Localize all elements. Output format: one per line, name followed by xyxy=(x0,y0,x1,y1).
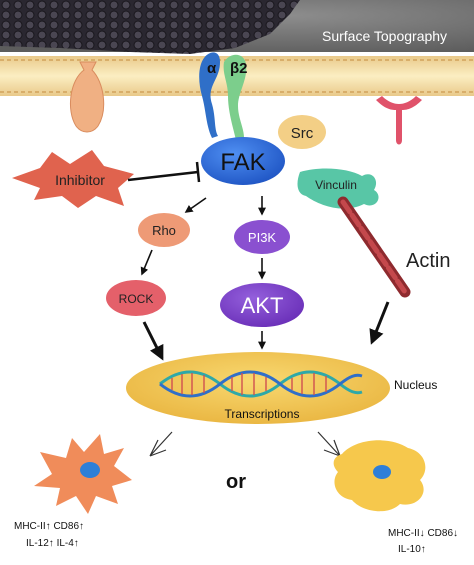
arrow-actin-nucleus xyxy=(369,301,390,345)
m2-markers-line1: MHC-II↓ CD86↓ xyxy=(388,528,458,539)
vinculin-label: Vinculin xyxy=(315,178,357,192)
m2-cell-nucleus xyxy=(373,465,391,479)
m2-markers-line2: IL-10↑ xyxy=(398,544,426,555)
arrow-rock-nucleus xyxy=(142,321,164,361)
nucleus-label: Nucleus xyxy=(394,378,437,392)
akt-node xyxy=(220,283,304,327)
rock-label: ROCK xyxy=(119,292,154,306)
outcome-arrows xyxy=(149,431,341,457)
akt-label: AKT xyxy=(241,293,284,318)
inhibitor-label: Inhibitor xyxy=(55,172,105,188)
rho-node xyxy=(138,213,190,247)
fak-node xyxy=(201,137,285,185)
arrow-to-m2 xyxy=(317,431,341,457)
src-node xyxy=(278,115,326,149)
inhibition-bar xyxy=(195,161,201,183)
dna-helix-icon xyxy=(159,370,363,398)
actin-label: Actin xyxy=(406,250,450,272)
pathway-arrows xyxy=(140,196,266,350)
arrow-rho-rock xyxy=(140,249,153,276)
rho-label: Rho xyxy=(152,223,176,238)
pi3k-node xyxy=(234,220,290,254)
pi3k-label: PI3K xyxy=(248,230,277,245)
inhibition-line xyxy=(127,170,199,182)
vinculin-node xyxy=(297,168,379,209)
integrin-alpha-label: α xyxy=(207,60,217,77)
m1-markers-line1: MHC-II↑ CD86↑ xyxy=(14,521,84,532)
membrane-receptor-right xyxy=(376,96,422,145)
integrin xyxy=(199,52,247,140)
inhibitor-node xyxy=(12,150,134,208)
integrin-beta2-label: β2 xyxy=(230,60,248,77)
transcriptions-label: Transcriptions xyxy=(225,407,300,421)
membrane-receptor-left xyxy=(70,61,105,133)
or-label: or xyxy=(226,471,246,493)
surface-topography-label: Surface Topography xyxy=(322,28,447,44)
rock-node xyxy=(106,280,166,316)
surface-topography xyxy=(0,0,474,54)
fak-label: FAK xyxy=(220,149,265,176)
nucleus xyxy=(126,352,390,424)
actin-filament xyxy=(337,196,411,298)
bold-arrows xyxy=(142,301,390,361)
src-label: Src xyxy=(291,125,314,142)
m1-cell-nucleus xyxy=(80,462,100,478)
arrow-fak-rho xyxy=(184,197,207,213)
arrow-to-m1 xyxy=(149,431,173,457)
m1-markers-line2: IL-12↑ IL-4↑ xyxy=(26,538,79,549)
